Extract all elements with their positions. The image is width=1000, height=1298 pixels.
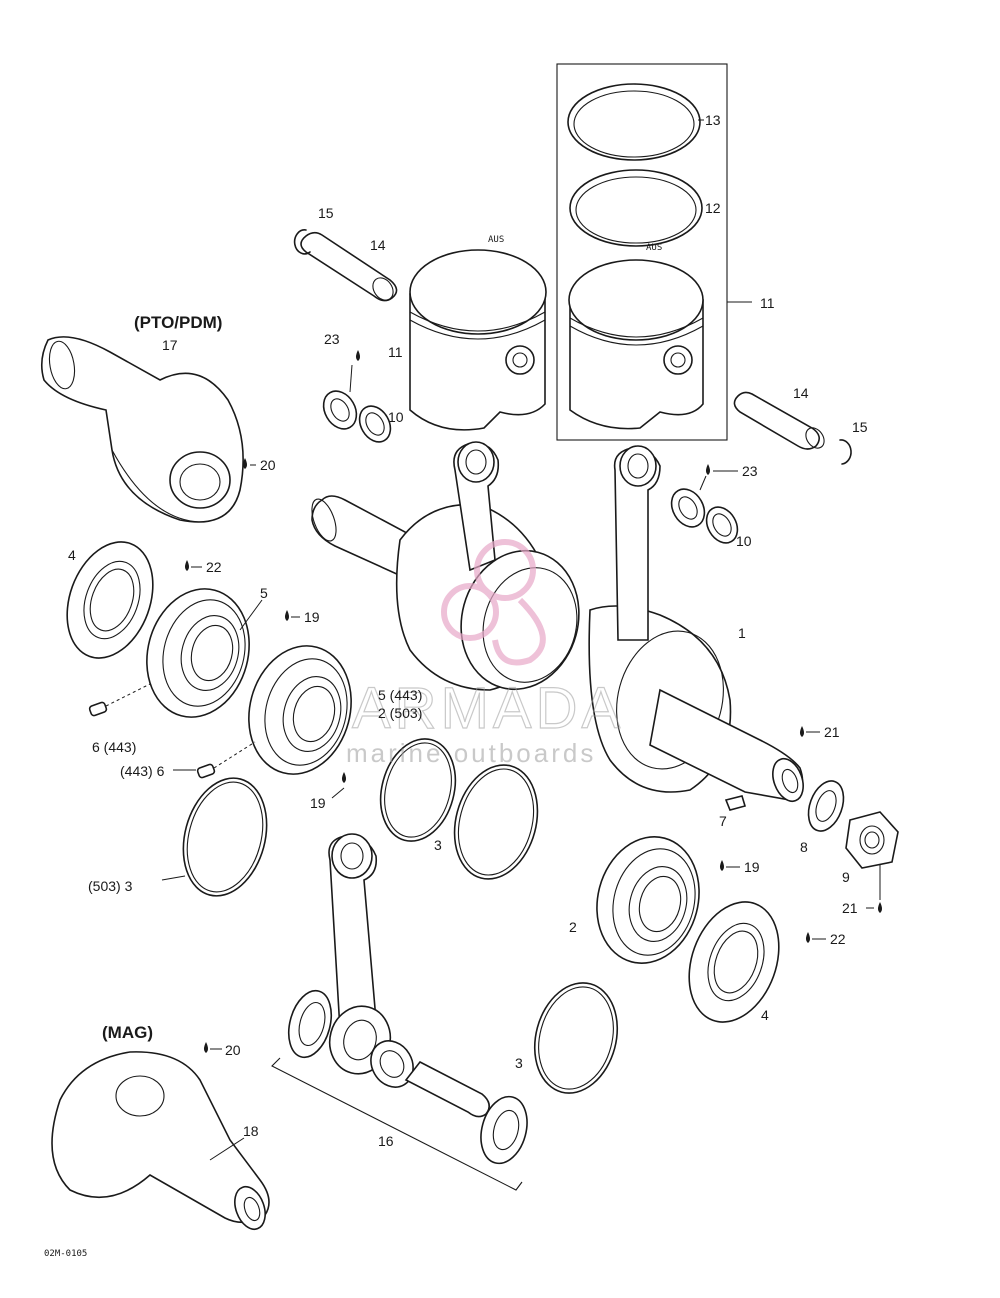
- ball-bearing-5: [146, 588, 250, 718]
- thrust-washer-10-left: [358, 405, 392, 443]
- thrust-washer-10-right: [705, 506, 739, 544]
- needle-bearing-23-left: [322, 364, 358, 430]
- connecting-rod-kit-16: [271, 833, 528, 1191]
- callout-14-b: 14: [793, 385, 809, 401]
- callout-4-a: 4: [68, 547, 76, 563]
- crankshaft-assembly-1: [311, 441, 804, 803]
- callout-14-a: 14: [370, 237, 386, 253]
- washer-8: [807, 780, 845, 832]
- pto-crank-half-17: [40, 336, 244, 523]
- dowel-pin-6-lower: [196, 741, 256, 779]
- dowel-pin-6-upper: [88, 683, 151, 717]
- piston-pin-14-right: [733, 391, 825, 450]
- circlip-15-left: [293, 229, 311, 255]
- callout-23-a: 23: [324, 331, 340, 347]
- oil-seal-4-left: [66, 541, 154, 659]
- o-ring-3-lower: [533, 982, 619, 1094]
- callout-8: 8: [800, 839, 808, 855]
- callout-15-a: 15: [318, 205, 334, 221]
- lube-drop-22-right: [806, 932, 810, 943]
- callout-6-443-a: 6 (443): [92, 739, 136, 755]
- callout-21-a: 21: [824, 724, 840, 740]
- callout-22-b: 22: [830, 931, 846, 947]
- callout-3-a: 3: [434, 837, 442, 853]
- lube-drop-21-a: [800, 726, 804, 737]
- callout-labels: (PTO/PDM) (MAG) 1 2 2 (503) 3 3 (503) 3 …: [44, 112, 868, 1259]
- callout-4-b: 4: [761, 1007, 769, 1023]
- callout-17: 17: [162, 337, 178, 353]
- piston-ring-12: [569, 169, 703, 247]
- piston-ring-13: [567, 83, 704, 161]
- callout-18: 18: [243, 1123, 259, 1139]
- lube-drop-23-right: [706, 464, 710, 475]
- callout-20-a: 20: [260, 457, 276, 473]
- lube-drop-21-b: [878, 902, 882, 913]
- callout-6-443-b: (443) 6: [120, 763, 165, 779]
- callout-3-b: 3: [515, 1055, 523, 1071]
- pto-header: (PTO/PDM): [134, 313, 222, 332]
- callout-22-a: 22: [206, 559, 222, 575]
- callout-1: 1: [738, 625, 746, 641]
- callout-13: 13: [705, 112, 721, 128]
- leader-lines: [161, 464, 881, 1161]
- callout-15-b: 15: [852, 419, 868, 435]
- piston-marking-left: AUS: [488, 235, 504, 245]
- piston-11-boxed: AUS: [568, 243, 704, 430]
- circlip-15-right: [839, 439, 852, 465]
- callout-11-b: 11: [760, 295, 775, 311]
- lube-drop-23-left: [356, 350, 360, 361]
- nut-9: [845, 811, 899, 869]
- watermark-logo: [441, 539, 546, 666]
- callout-10-a: 10: [388, 409, 404, 425]
- callout-10-b: 10: [736, 533, 752, 549]
- callout-11-a: 11: [388, 344, 403, 360]
- piston-11-left: AUS: [409, 235, 547, 431]
- mag-header: (MAG): [102, 1023, 153, 1042]
- piston-kit-box: [556, 63, 752, 441]
- ball-bearing-5-443: [248, 645, 352, 775]
- lube-drop-19-c: [720, 860, 724, 871]
- piston-marking: AUS: [646, 243, 662, 253]
- lube-drop-19-b: [342, 772, 346, 783]
- watermark-tagline: marine outboards: [346, 738, 596, 768]
- callout-19-b: 19: [310, 795, 326, 811]
- piston-pin-14-left: [300, 231, 398, 302]
- lube-drop-19-a: [285, 610, 289, 621]
- callout-20-b: 20: [225, 1042, 241, 1058]
- lube-drop-20-mag: [204, 1042, 208, 1053]
- needle-bearing-23-right: [670, 475, 707, 528]
- callout-23-b: 23: [742, 463, 758, 479]
- mag-crank-half-18: [51, 1051, 270, 1231]
- callout-19-c: 19: [744, 859, 760, 875]
- ball-bearing-2: [596, 836, 700, 964]
- o-ring-3-middle-b: [453, 764, 539, 880]
- callout-7: 7: [719, 813, 727, 829]
- callout-12: 12: [705, 200, 721, 216]
- lube-drop-22-left: [185, 560, 189, 571]
- callout-19-a: 19: [304, 609, 320, 625]
- o-ring-3-left: [182, 777, 268, 897]
- callout-21-b: 21: [842, 900, 858, 916]
- callout-3-503: (503) 3: [88, 878, 133, 894]
- oil-seal-4-right: [688, 901, 780, 1023]
- figure-code: 02M-0105: [44, 1249, 87, 1259]
- callout-2-503: 2 (503): [378, 705, 422, 721]
- o-ring-3-middle-a: [379, 738, 457, 842]
- callout-2: 2: [569, 919, 577, 935]
- watermark-brand: ARMADA: [352, 676, 624, 741]
- callout-5: 5: [260, 585, 268, 601]
- lube-drop-20-pto: [243, 458, 247, 469]
- woodruff-key-7: [724, 795, 747, 811]
- callout-16: 16: [378, 1133, 394, 1149]
- callout-5-443: 5 (443): [378, 687, 422, 703]
- callout-9: 9: [842, 869, 850, 885]
- watermark: ARMADA marine outboards: [346, 539, 624, 768]
